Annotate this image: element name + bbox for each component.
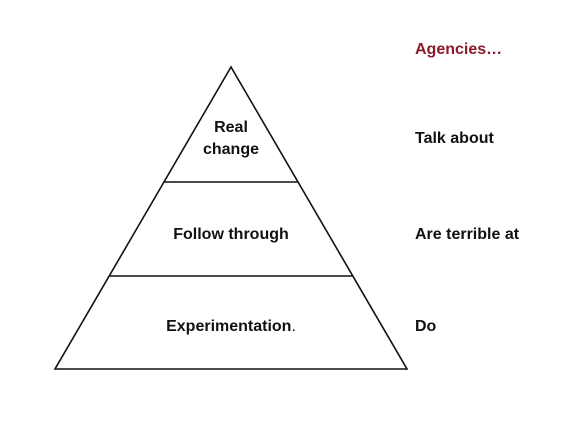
tier-label-bottom: Experimentation.: [111, 316, 351, 338]
pyramid-outline: [53, 65, 409, 370]
side-label-bottom: Do: [415, 318, 437, 335]
side-title: Agencies…: [415, 41, 503, 58]
tier-label-bottom-tail: .: [291, 318, 296, 335]
tier-label-top-line2: change: [202, 141, 259, 158]
side-label-top: Talk about: [415, 130, 494, 147]
side-label-middle: Are terrible at: [415, 226, 520, 243]
tier-label-middle-text: Follow through: [173, 226, 289, 243]
tier-label-middle: Follow through: [131, 224, 331, 246]
tier-label-top-line1: Real: [214, 119, 248, 136]
tier-label-bottom-text: Experimentation: [166, 318, 292, 335]
tier-label-top: Real change: [181, 117, 281, 161]
